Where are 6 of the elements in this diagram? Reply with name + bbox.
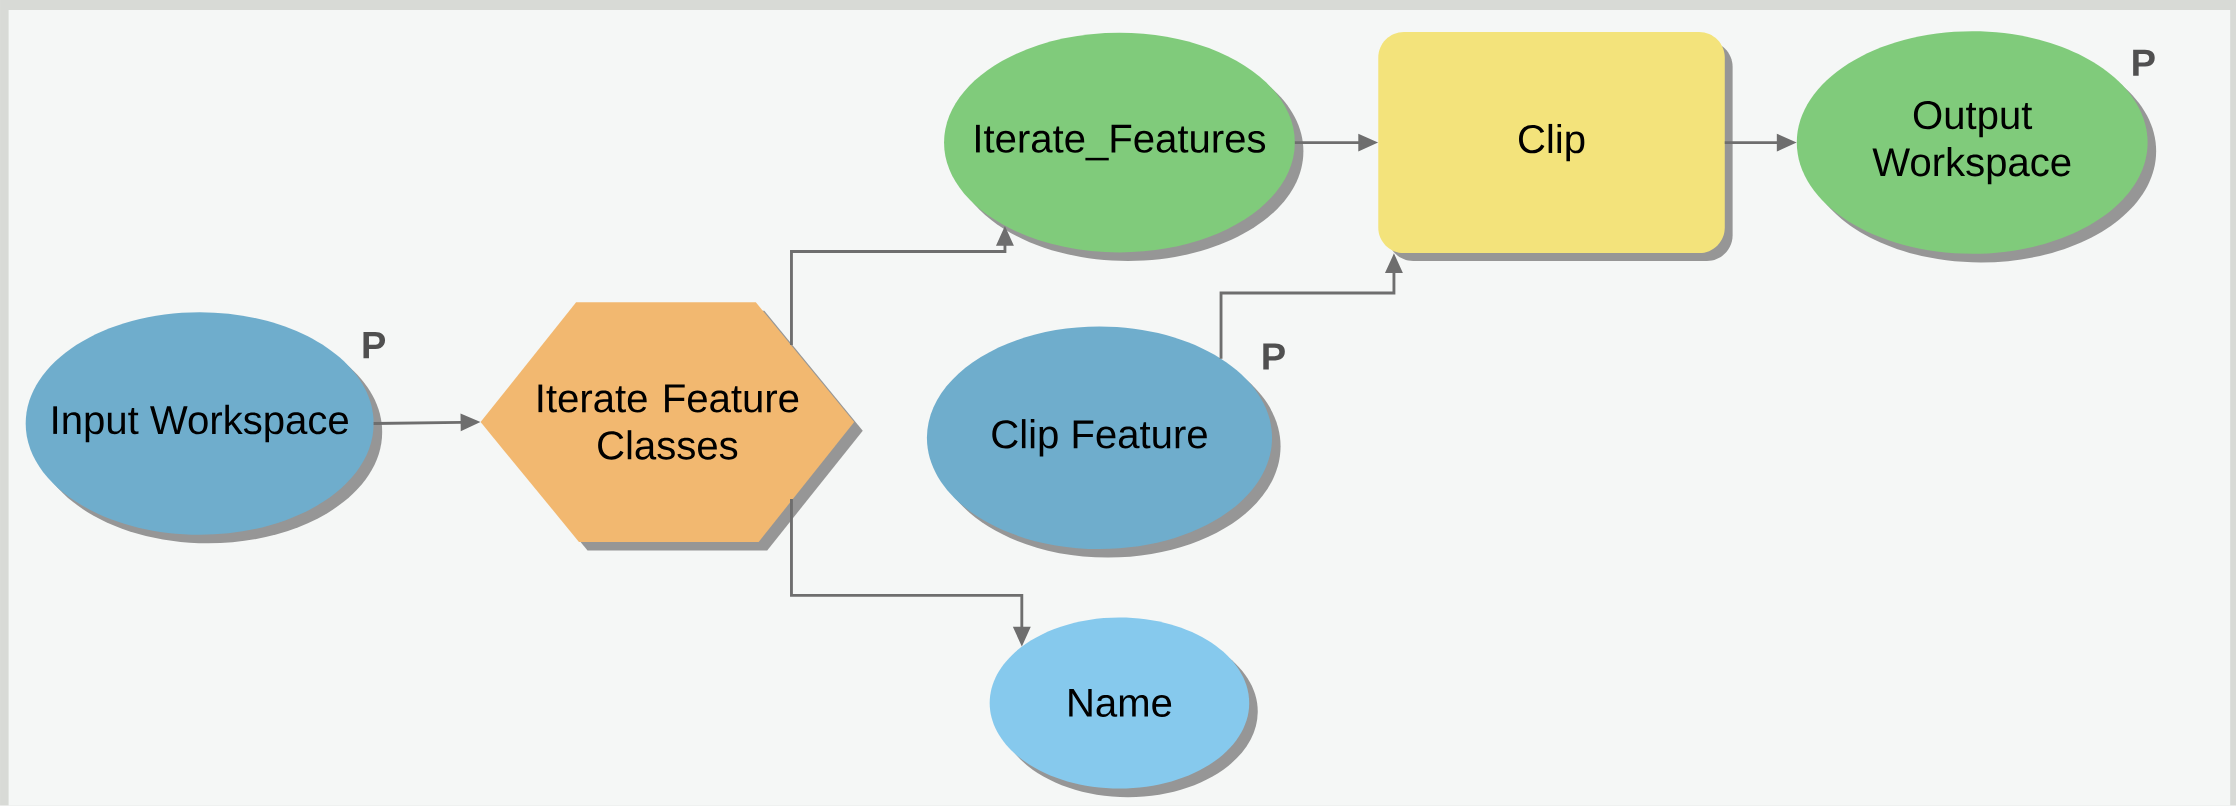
ellipse-node: Iterate_Features [944, 32, 1304, 262]
process-box: Clip [1378, 32, 1733, 262]
hexagon-node: Iterate Feature Classes [480, 302, 863, 551]
ellipse-node: Name [989, 617, 1258, 798]
parameter-mark: P [2133, 49, 2155, 76]
parameter-mark: P [363, 332, 386, 359]
